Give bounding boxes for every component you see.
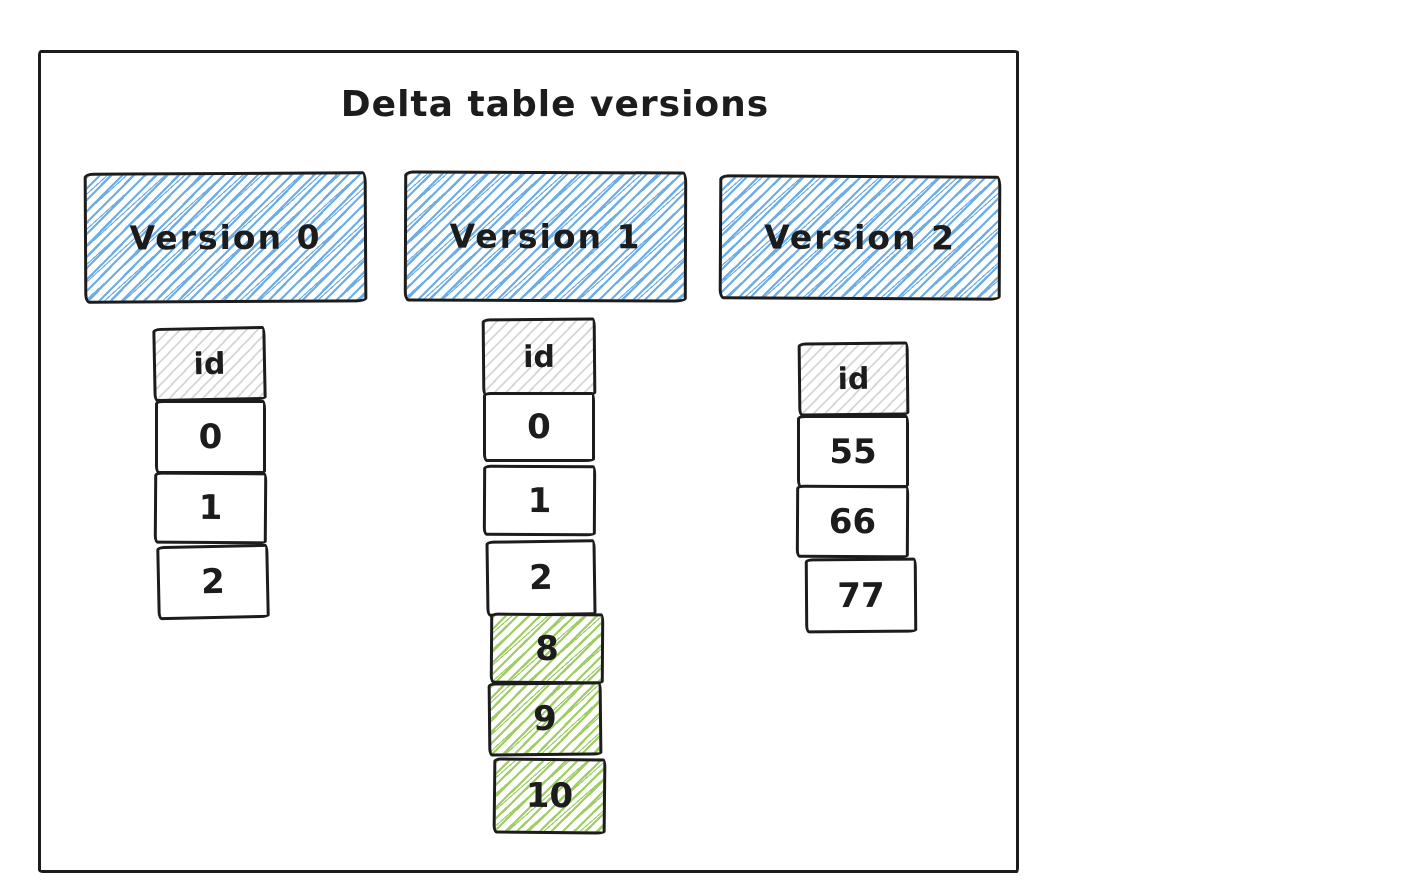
version-1-id-header-cell: id: [481, 317, 597, 397]
version-2-row-1-value: 66: [828, 501, 877, 542]
version-0-header-label: Version 0: [129, 217, 322, 258]
version-2-row-cell: 66: [795, 484, 910, 559]
diagram-title: Delta table versions: [340, 84, 770, 125]
version-1-header-label: Version 1: [449, 216, 642, 257]
version-0-row-cell: 0: [155, 400, 266, 474]
version-1-new-row-cell: 8: [489, 612, 605, 685]
version-1-id-label: id: [522, 339, 556, 375]
version-2-id-header-cell: id: [797, 341, 910, 417]
version-1-new-row-cell: 10: [492, 757, 607, 835]
version-0-row-cell: 1: [153, 471, 268, 545]
version-0-row-cell: 2: [156, 543, 270, 621]
version-1-new-row-1-value: 9: [532, 698, 558, 740]
version-2-row-cell: 55: [797, 415, 909, 488]
version-2-row-cell: 77: [804, 557, 918, 634]
version-0-row-2-value: 2: [200, 561, 226, 603]
version-1-row-cell: 0: [483, 392, 595, 462]
version-1-row-cell: 2: [485, 539, 597, 617]
version-1-new-row-cell: 9: [487, 681, 603, 757]
version-2-row-2-value: 77: [837, 575, 885, 616]
version-2-header: Version 2: [718, 174, 1002, 301]
version-1-row-0-value: 0: [527, 407, 551, 447]
version-1-new-row-2-value: 10: [525, 775, 574, 817]
version-1-new-row-0-value: 8: [535, 628, 559, 669]
version-1-header: Version 1: [403, 170, 688, 303]
version-0-row-0-value: 0: [198, 417, 223, 457]
version-1-row-cell: 1: [482, 464, 597, 537]
version-1-row-1-value: 1: [527, 480, 552, 521]
version-0-header: Version 0: [83, 171, 368, 304]
version-2-row-0-value: 55: [829, 431, 877, 472]
version-2-id-label: id: [837, 361, 870, 397]
version-0-id-header-cell: id: [152, 325, 267, 403]
version-2-header-label: Version 2: [763, 217, 957, 258]
version-0-row-1-value: 1: [198, 487, 223, 529]
version-1-row-2-value: 2: [528, 557, 554, 599]
version-0-id-label: id: [193, 346, 226, 382]
